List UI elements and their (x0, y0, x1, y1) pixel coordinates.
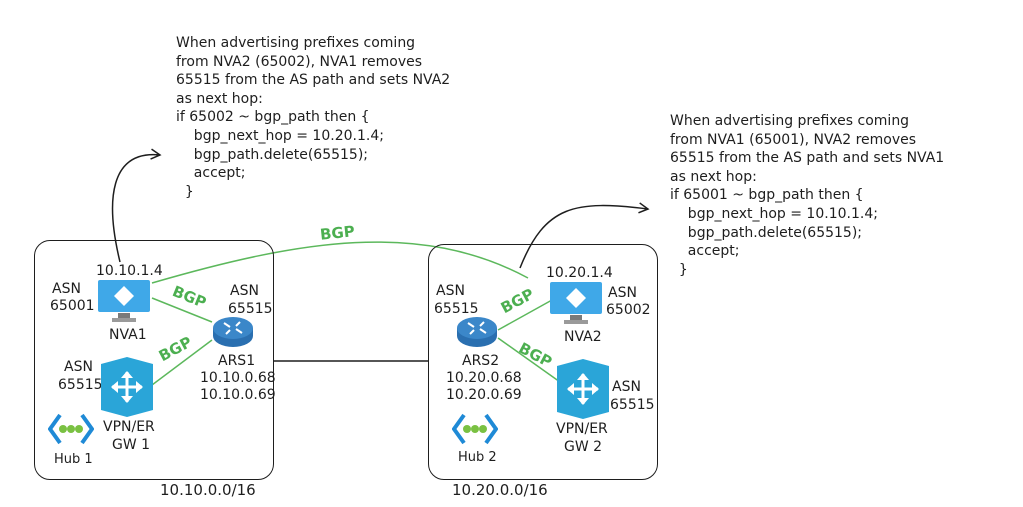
ars2-ip2: 10.20.0.69 (446, 387, 522, 403)
bgp-line-ars2-gw2 (497, 337, 561, 383)
nva2-config-note: When advertising prefixes coming from NV… (670, 113, 945, 278)
gw1-name-line2: GW 1 (112, 437, 151, 453)
gw2-asn-label: ASN (612, 379, 641, 395)
nva1-vm-icon (98, 280, 150, 322)
gw1-gateway-icon (101, 357, 153, 417)
hub2-vnet-icon (452, 413, 498, 445)
ars1-router-icon (213, 317, 253, 347)
hub2-box (428, 244, 658, 480)
gw2-name-line1: VPN/ER (556, 421, 608, 437)
gw1-name-line1: VPN/ER (103, 419, 155, 435)
nva1-asn: 65001 (50, 298, 95, 314)
hub1-box (34, 240, 274, 480)
gw2-asn: 65515 (610, 397, 655, 413)
nva1-ip: 10.10.1.4 (96, 263, 163, 279)
bgp-label-nva-peering: BGP (319, 222, 356, 244)
nva1-config-note: When advertising prefixes coming from NV… (176, 35, 451, 200)
nva2-asn-label: ASN (608, 285, 637, 301)
ars2-asn-label: ASN (436, 283, 465, 299)
hub1-prefix: 10.10.0.0/16 (160, 481, 256, 499)
gw1-asn-label: ASN (64, 359, 93, 375)
hub1-label: Hub 1 (54, 452, 93, 467)
bgp-line-nva1-nva2 (151, 241, 529, 284)
ars2-router-icon (457, 317, 497, 347)
ars2-asn: 65515 (434, 301, 479, 317)
nva1-asn-label: ASN (52, 281, 81, 297)
bgp-line-gw1-ars1 (151, 339, 213, 386)
bgp-line-nva1-ars1 (151, 297, 213, 323)
ars1-ip2: 10.10.0.69 (200, 387, 276, 403)
ars2-name: ARS2 (462, 353, 500, 369)
bgp-line-ars2-nva2 (497, 299, 553, 331)
ars1-name: ARS1 (218, 353, 256, 369)
ars1-ip1: 10.10.0.68 (200, 370, 276, 386)
nva1-name: NVA1 (109, 327, 147, 343)
gw2-gateway-icon (557, 359, 609, 419)
gw2-name-line2: GW 2 (564, 439, 603, 455)
arrow-nva2-to-note (519, 202, 650, 269)
ars1-asn: 65515 (228, 301, 273, 317)
ars2-ip1: 10.20.0.68 (446, 370, 522, 386)
nva2-ip: 10.20.1.4 (546, 265, 613, 281)
hub1-vnet-icon (48, 413, 94, 445)
hub2-prefix: 10.20.0.0/16 (452, 481, 548, 499)
nva2-name: NVA2 (564, 329, 602, 345)
nva2-vm-icon (550, 282, 602, 324)
nva2-asn: 65002 (606, 302, 651, 318)
ars1-asn-label: ASN (230, 283, 259, 299)
gw1-asn: 65515 (58, 377, 103, 393)
arrow-nva1-to-note (111, 148, 162, 263)
hub2-label: Hub 2 (458, 450, 497, 465)
